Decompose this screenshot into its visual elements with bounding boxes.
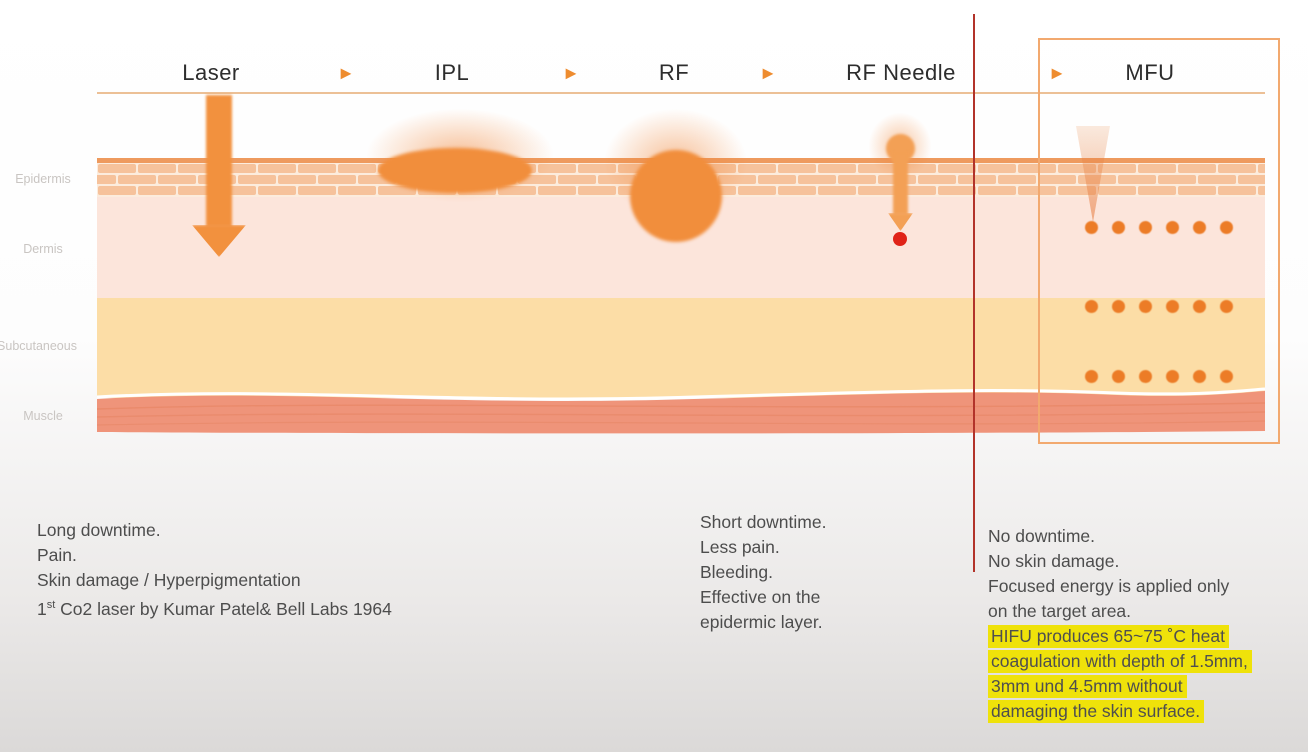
laser-history-line: 1st Co2 laser by Kumar Patel& Bell Labs … xyxy=(37,593,392,622)
mfu-focal-dot xyxy=(1085,221,1098,234)
mfu-focal-dot xyxy=(1139,370,1152,383)
layer-label-epidermis: Epidermis xyxy=(15,172,71,186)
arrow-right-icon: ▶ xyxy=(762,64,774,81)
layer-label-subcutaneous: Subcutaneous xyxy=(0,339,77,353)
note-line: epidermic layer. xyxy=(700,612,823,632)
arrow-right-icon: ▶ xyxy=(1051,64,1063,81)
note-line: Short downtime. xyxy=(700,512,827,532)
note-line: Effective on the xyxy=(700,587,821,607)
mfu-focal-dot xyxy=(1220,300,1233,313)
highlighted-note-line: coagulation with depth of 1.5mm, xyxy=(988,649,1252,674)
mfu-focal-dot xyxy=(1085,370,1098,383)
laser-notes: Long downtime. Pain. Skin damage / Hyper… xyxy=(37,518,392,622)
note-line: Bleeding. xyxy=(700,562,773,582)
mfu-focal-dot xyxy=(1193,300,1206,313)
note-line: Less pain. xyxy=(700,537,780,557)
subcutaneous-layer xyxy=(97,298,1265,398)
note-line: No skin damage. xyxy=(988,551,1120,571)
rf-needle-shaft xyxy=(893,152,908,215)
layer-label-muscle: Muscle xyxy=(23,409,63,423)
highlight-text: coagulation with depth of 1.5mm, xyxy=(988,650,1252,673)
divider-red-line xyxy=(973,14,975,572)
mfu-notes: No downtime. No skin damage. Focused ene… xyxy=(988,524,1252,724)
mfu-focal-dot xyxy=(1139,221,1152,234)
column-label-laser: Laser xyxy=(182,60,240,85)
highlighted-note-line: 3mm und 4.5mm without xyxy=(988,674,1252,699)
mfu-focal-dot xyxy=(1139,300,1152,313)
rf-needle-red-tip-dot xyxy=(893,232,907,246)
highlight-text: damaging the skin surface. xyxy=(988,700,1205,723)
ordinal-suffix: st xyxy=(46,599,56,611)
mfu-focal-dot xyxy=(1112,300,1125,313)
mfu-focal-dot xyxy=(1166,370,1179,383)
note-line: Focused energy is applied only xyxy=(988,576,1230,596)
note-line: on the target area. xyxy=(988,601,1132,621)
mfu-focal-dot xyxy=(1220,370,1233,383)
layer-label-dermis: Dermis xyxy=(23,242,63,256)
column-label-ipl: IPL xyxy=(434,60,470,85)
mfu-focal-dot xyxy=(1166,300,1179,313)
mfu-focal-dot xyxy=(1193,221,1206,234)
highlight-text: 3mm und 4.5mm without xyxy=(988,675,1187,698)
rf-notes: Short downtime. Less pain. Bleeding. Eff… xyxy=(700,510,826,635)
rf-energy-circle xyxy=(630,150,722,242)
mfu-highlight-box xyxy=(1038,38,1280,444)
mfu-focal-dot xyxy=(1166,221,1179,234)
column-label-rf: RF xyxy=(658,60,690,85)
mfu-focal-dot xyxy=(1112,370,1125,383)
header-underline xyxy=(97,92,1265,94)
mfu-focal-dot xyxy=(1112,221,1125,234)
arrow-right-icon: ▶ xyxy=(565,64,577,81)
column-label-rf-needle: RF Needle xyxy=(846,60,956,85)
highlight-text: HIFU produces 65~75 ˚C heat xyxy=(988,625,1229,648)
laser-beam-arrow xyxy=(206,95,232,227)
arrow-right-icon: ▶ xyxy=(340,64,352,81)
note-line: Skin damage / Hyperpigmentation xyxy=(37,570,301,590)
note-line: No downtime. xyxy=(988,526,1095,546)
highlighted-note-line: HIFU produces 65~75 ˚C heat xyxy=(988,624,1252,649)
mfu-focal-dot xyxy=(1220,221,1233,234)
note-line: Pain. xyxy=(37,545,77,565)
mfu-focal-dot xyxy=(1085,300,1098,313)
history-text: Co2 laser by Kumar Patel& Bell Labs 1964 xyxy=(55,598,392,619)
column-label-mfu: MFU xyxy=(1125,60,1175,85)
ordinal: 1 xyxy=(37,598,47,619)
highlighted-note-line: damaging the skin surface. xyxy=(988,699,1252,724)
ipl-energy-ellipse xyxy=(378,148,532,193)
mfu-focal-dot xyxy=(1193,370,1206,383)
note-line: Long downtime. xyxy=(37,520,161,540)
